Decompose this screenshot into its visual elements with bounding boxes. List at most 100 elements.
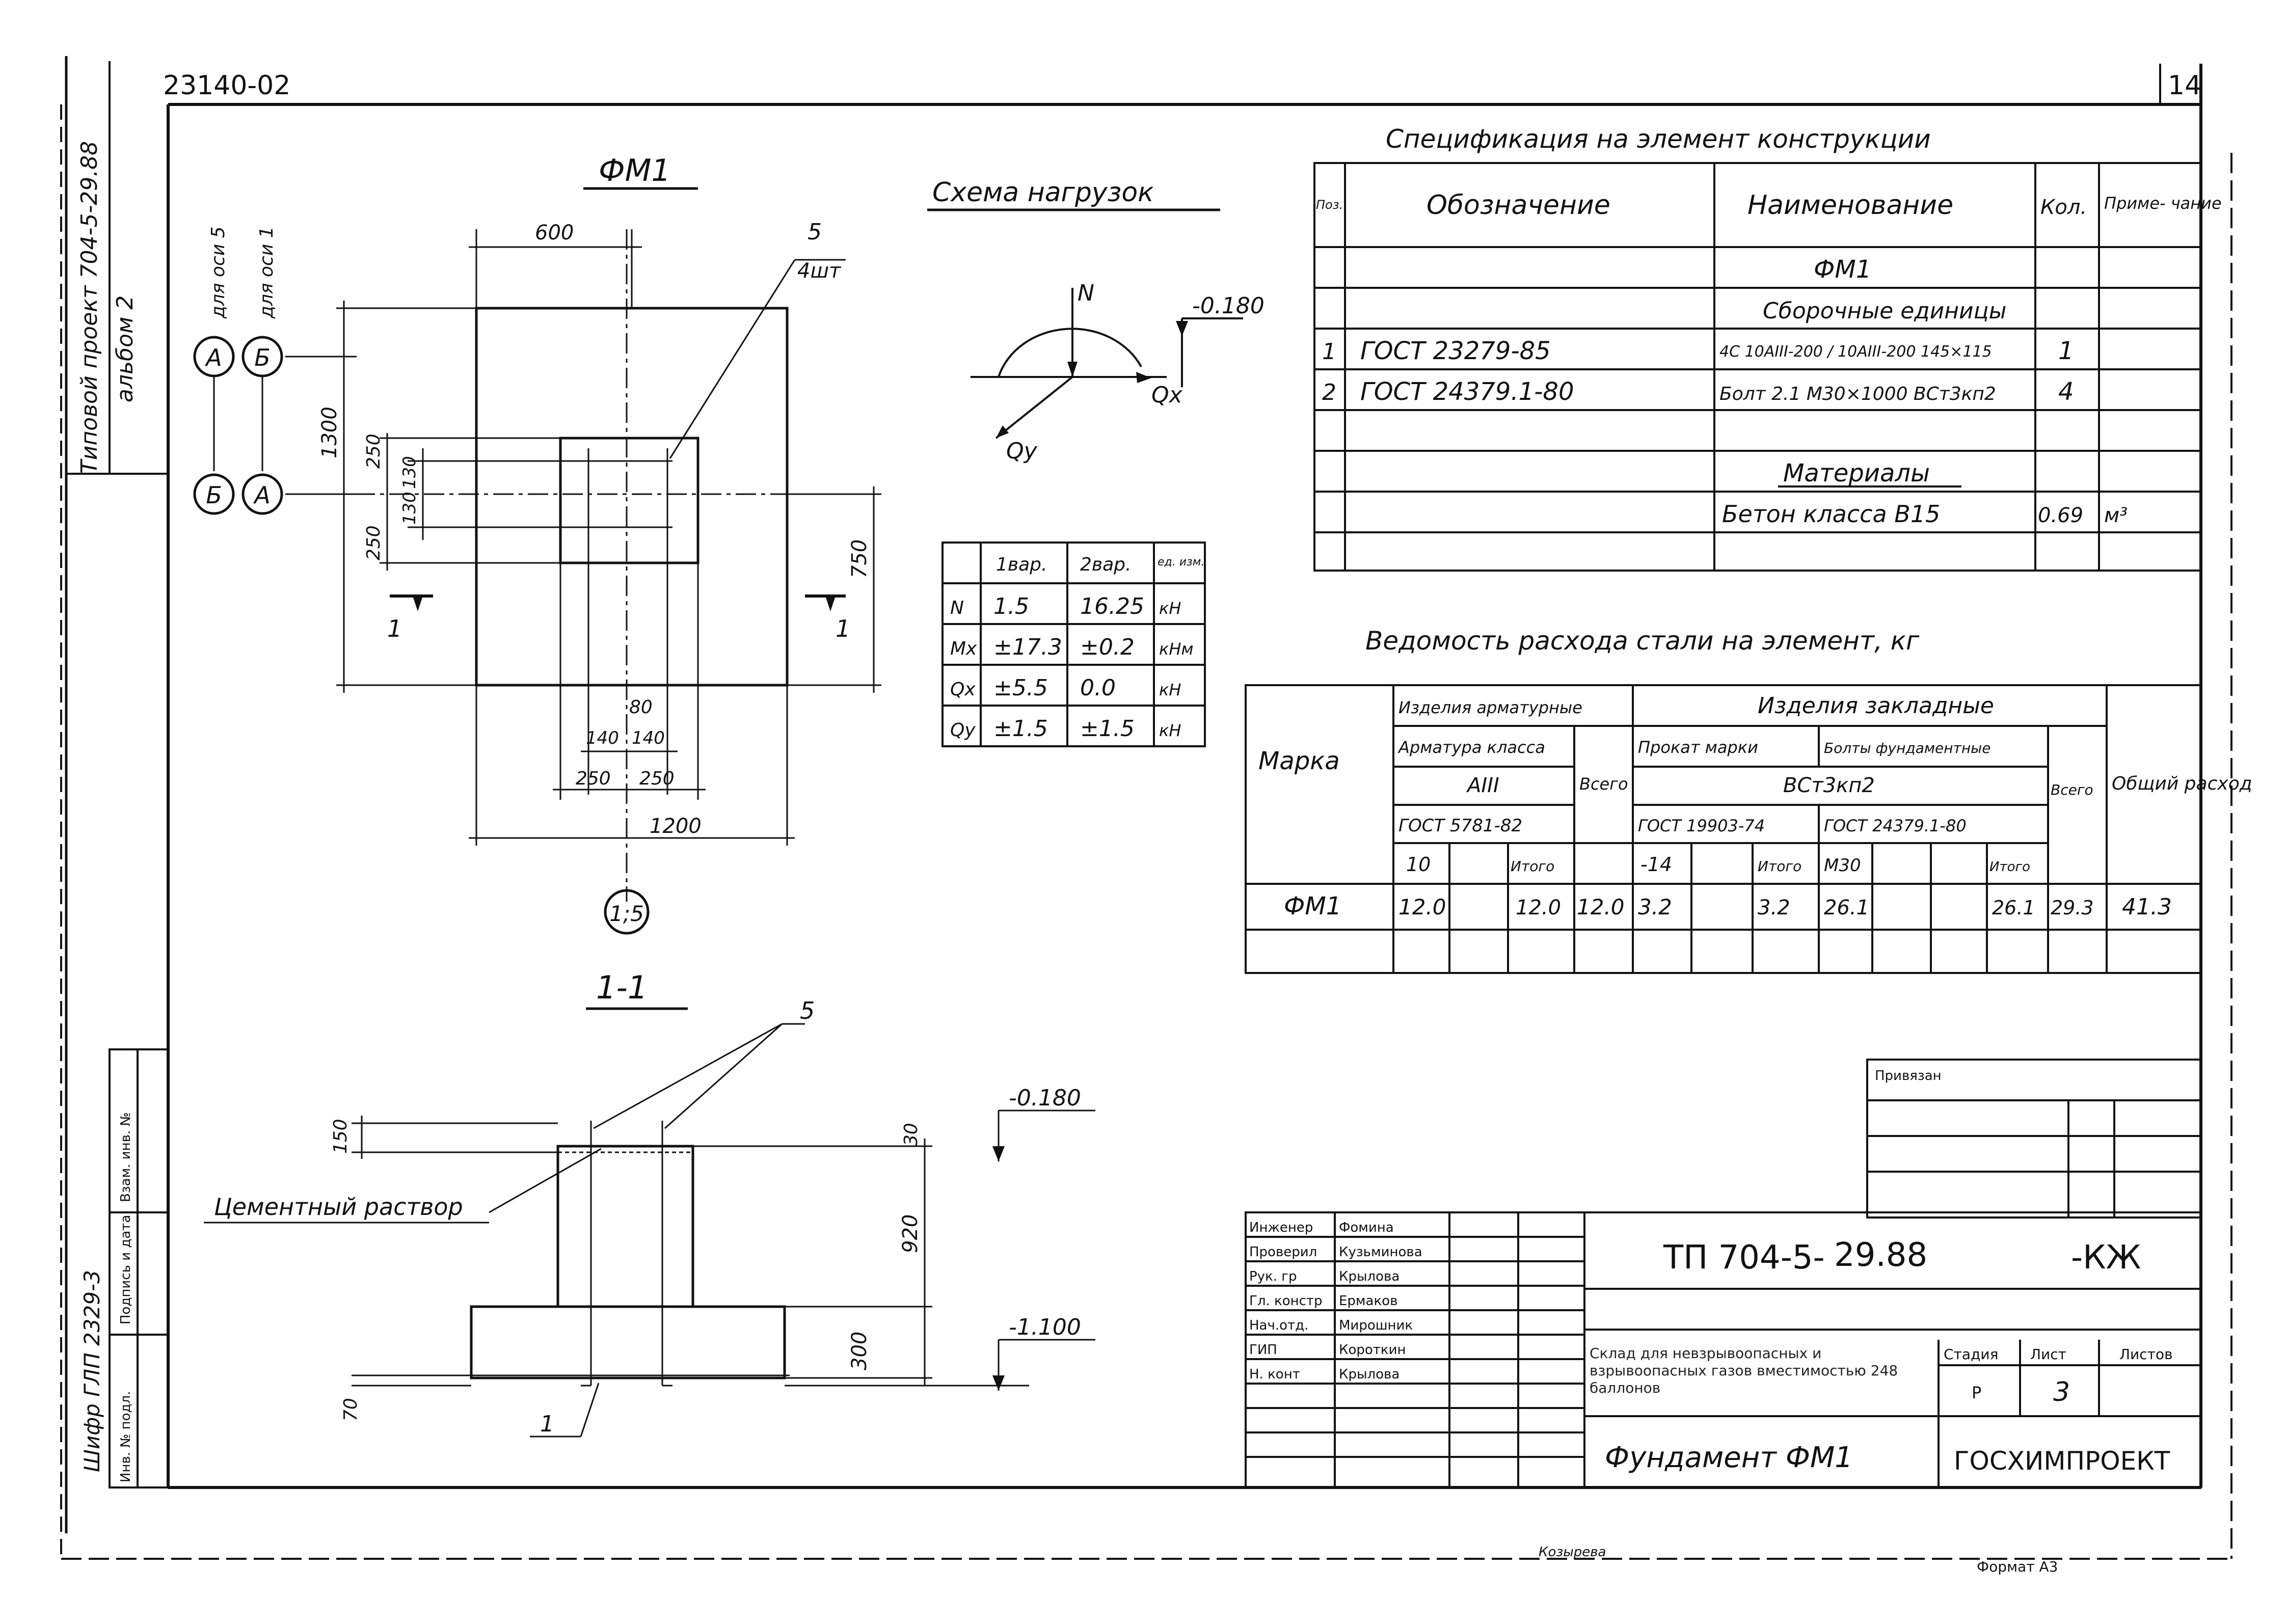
steel-h-gost19903: ГОСТ 19903-74 <box>1638 816 1765 835</box>
spec-row1-pos: 1 <box>1322 339 1336 365</box>
load-table-h1: 1вар. <box>996 554 1047 575</box>
tb-object-name: Склад для невзрывоопасных и взрывоопасны… <box>1590 1345 1898 1396</box>
steel-h-prokat: Прокат марки <box>1638 738 1758 757</box>
steel-h-total-emb: Всего <box>2051 781 2093 798</box>
section-callout: 5 <box>800 997 815 1024</box>
steel-h-gost5781: ГОСТ 5781-82 <box>1398 816 1522 836</box>
stamp-replace-label: Взам. инв. № <box>118 1112 133 1202</box>
dim-250-top: 250 <box>363 434 384 469</box>
steel-sub-10: 10 <box>1406 853 1431 876</box>
steel-row-atotal: 12.0 <box>1577 895 1625 919</box>
dim-750: 750 <box>848 539 871 578</box>
spec-material-name: Бетон класса В15 <box>1722 500 1940 528</box>
load-table-cell-r3-c1: Qx <box>950 679 976 700</box>
tb-bind-label: Привязан <box>1875 1068 1942 1084</box>
spec-row2-qty: 4 <box>2058 377 2074 406</box>
steel-h-bolts: Болты фундаментные <box>1824 740 1991 756</box>
steel-sub-sum2: Итого <box>1758 858 1801 875</box>
stamp-sign-label: Подпись и дата <box>118 1215 133 1324</box>
steel-h-vst: ВСт3кп2 <box>1783 774 1875 797</box>
load-level: -0.180 <box>1192 293 1264 319</box>
sheet-corner-number: 14 <box>2168 70 2201 101</box>
load-table-cell-r2-c1: Mx <box>950 638 977 659</box>
spec-material-qty: 0.69 <box>2038 504 2083 527</box>
tb-person-7: Крылова <box>1339 1367 1400 1382</box>
steel-row-bsum: 26.1 <box>1992 897 2035 919</box>
bubble-label-2: Б <box>254 344 271 371</box>
spec-row2-pos: 2 <box>1322 380 1336 405</box>
section-dim-920: 920 <box>899 1214 922 1253</box>
spec-row2-designation: ГОСТ 24379.1-80 <box>1360 377 1574 406</box>
load-table-cell-r1-c1: N <box>950 598 964 618</box>
load-table-cell-r2-c2: ±17.3 <box>993 634 1062 660</box>
steel-row-a10: 12.0 <box>1398 895 1446 919</box>
section-view: 1-1 <box>204 969 1095 1438</box>
tb-sheet-header: Лист <box>2030 1346 2066 1363</box>
stamp-cipher: Шифр ГЛП 2329-3 <box>79 1270 104 1472</box>
load-table-cell-r3-c3: 0.0 <box>1080 675 1116 701</box>
plan-title: ФМ1 <box>599 153 671 188</box>
side-album: альбом 2 <box>112 295 138 402</box>
load-scheme: Схема нагрузок N Qx Qy -0.180 <box>927 177 1264 464</box>
axis-bubble-b-top <box>241 336 283 377</box>
steel-h-gost24379: ГОСТ 24379.1-80 <box>1824 816 1967 835</box>
tb-person-5: Мирошник <box>1339 1318 1413 1333</box>
load-table-cell-r1-c4: кН <box>1159 599 1181 618</box>
side-project-title: Типовой проект 704-5-29.88 <box>76 141 102 474</box>
load-qy: Qy <box>1006 438 1038 464</box>
load-qx: Qx <box>1151 382 1183 408</box>
tb-person-1: Фомина <box>1339 1220 1394 1235</box>
spec-row1-name: 4С 10АIII-200 / 10АIII-200 145×115 <box>1719 343 1992 361</box>
spec-h-pos: Поз. <box>1316 198 1343 212</box>
steel-row-mark: ФМ1 <box>1284 892 1341 921</box>
tb-person-2: Кузьминова <box>1339 1244 1422 1260</box>
spec-group-materials: Материалы <box>1783 459 1930 488</box>
axis-bubble-a-top <box>193 336 235 377</box>
dim-130-bottom: 130 <box>399 492 420 525</box>
steel-h-arm: Изделия арматурные <box>1398 698 1582 717</box>
load-table-cell-r3-c4: кН <box>1159 680 1181 699</box>
section-dim-150: 150 <box>330 1119 351 1154</box>
spec-h-note: Приме- чание <box>2104 194 2222 213</box>
spec-row2-name: Болт 2.1 М30×1000 ВСт3кп2 <box>1719 384 1996 404</box>
load-table-cell-r2-c3: ±0.2 <box>1080 634 1135 660</box>
steel-sub-sum1: Итого <box>1511 858 1554 875</box>
steel-h-mark: Марка <box>1258 747 1340 775</box>
tb-sheets-header: Листов <box>2119 1346 2173 1363</box>
section-mark-left: 1 <box>387 615 402 642</box>
steel-sub-14: -14 <box>1640 853 1672 876</box>
spec-group-fm1: ФМ1 <box>1814 255 1871 284</box>
dim-130-top: 130 <box>399 456 420 489</box>
section-level-top: -0.180 <box>1009 1085 1081 1111</box>
steel-row-m30: 26.1 <box>1824 896 1869 919</box>
load-table-cell-r4-c1: Qy <box>950 720 976 741</box>
steel-h-aiii: АIII <box>1466 774 1499 797</box>
footer-copied: Козырева <box>1539 1545 1606 1560</box>
axis-bubble-b-bottom <box>193 473 235 515</box>
dim-250-right: 250 <box>639 768 675 789</box>
tb-stage-header: Стадия <box>1944 1346 1998 1363</box>
axis-label-b: для оси 1 <box>256 226 277 319</box>
steel-table: Ведомость расхода стали на элемент, кг <box>1245 626 2252 974</box>
section-pedestal <box>556 1145 694 1308</box>
tb-role-7: Н. конт <box>1249 1367 1300 1382</box>
spec-row1-designation: ГОСТ 23279-85 <box>1360 337 1551 365</box>
tb-stage: Р <box>1972 1383 1981 1402</box>
load-table-cell-r1-c3: 16.25 <box>1080 593 1144 619</box>
tb-code-a: ТП 704-5- <box>1663 1239 1825 1277</box>
section-dim-300: 300 <box>848 1332 871 1370</box>
axis-bubble-bottom <box>604 889 650 935</box>
tb-role-6: ГИП <box>1249 1342 1277 1358</box>
load-table-cell-r4-c4: кН <box>1159 721 1181 740</box>
steel-row-psum: 3.2 <box>1758 896 1790 919</box>
section-dim-70: 70 <box>340 1398 361 1421</box>
tb-person-6: Короткин <box>1339 1342 1406 1358</box>
tb-role-1: Инженер <box>1249 1220 1313 1235</box>
tb-role-4: Гл. констр <box>1249 1293 1323 1309</box>
steel-h-arm-class: Арматура класса <box>1397 738 1545 757</box>
steel-row-p14: 3.2 <box>1638 895 1672 919</box>
spec-row1-qty: 1 <box>2058 337 2074 365</box>
callout-qty: 4шт <box>797 259 842 283</box>
